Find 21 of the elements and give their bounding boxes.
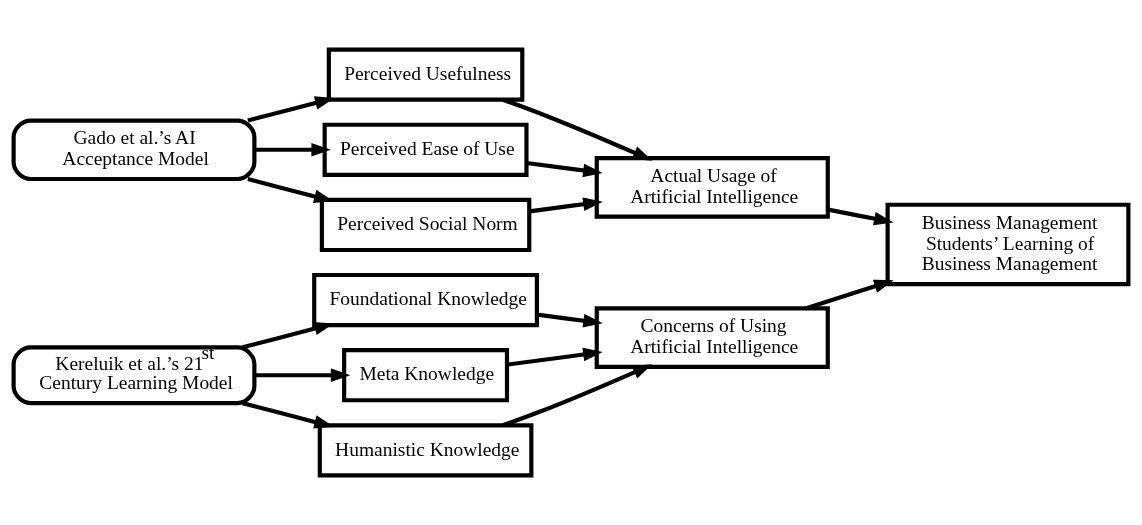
node-box: Meta Knowledge <box>342 348 510 403</box>
node-box: Business Management Students’ Learning of Business Management <box>885 202 1131 287</box>
node-box: Gado et al.’s AI Acceptance Model <box>11 118 257 182</box>
arrow <box>254 368 351 383</box>
node-box: Actual Usage of Artificial Intelligence <box>594 156 830 219</box>
node-box: Perceived Ease of Use <box>322 122 529 177</box>
arrow <box>254 142 331 157</box>
node-box: Humanistic Knowledge <box>317 423 534 478</box>
arrow <box>506 347 603 367</box>
arrow <box>502 364 653 428</box>
node-box: Concerns of Using Artificial Intelligence <box>594 306 830 369</box>
node-box: Perceived Social Norm <box>319 197 532 253</box>
node-box: Foundational Knowledge <box>312 272 539 328</box>
arrow <box>247 96 335 123</box>
arrow <box>529 197 603 214</box>
arrow <box>827 207 894 226</box>
arrow <box>526 160 603 178</box>
node-box: Perceived Usefulness <box>326 47 525 102</box>
arrow <box>804 279 894 311</box>
arrow <box>536 312 603 328</box>
arrow <box>502 97 653 161</box>
